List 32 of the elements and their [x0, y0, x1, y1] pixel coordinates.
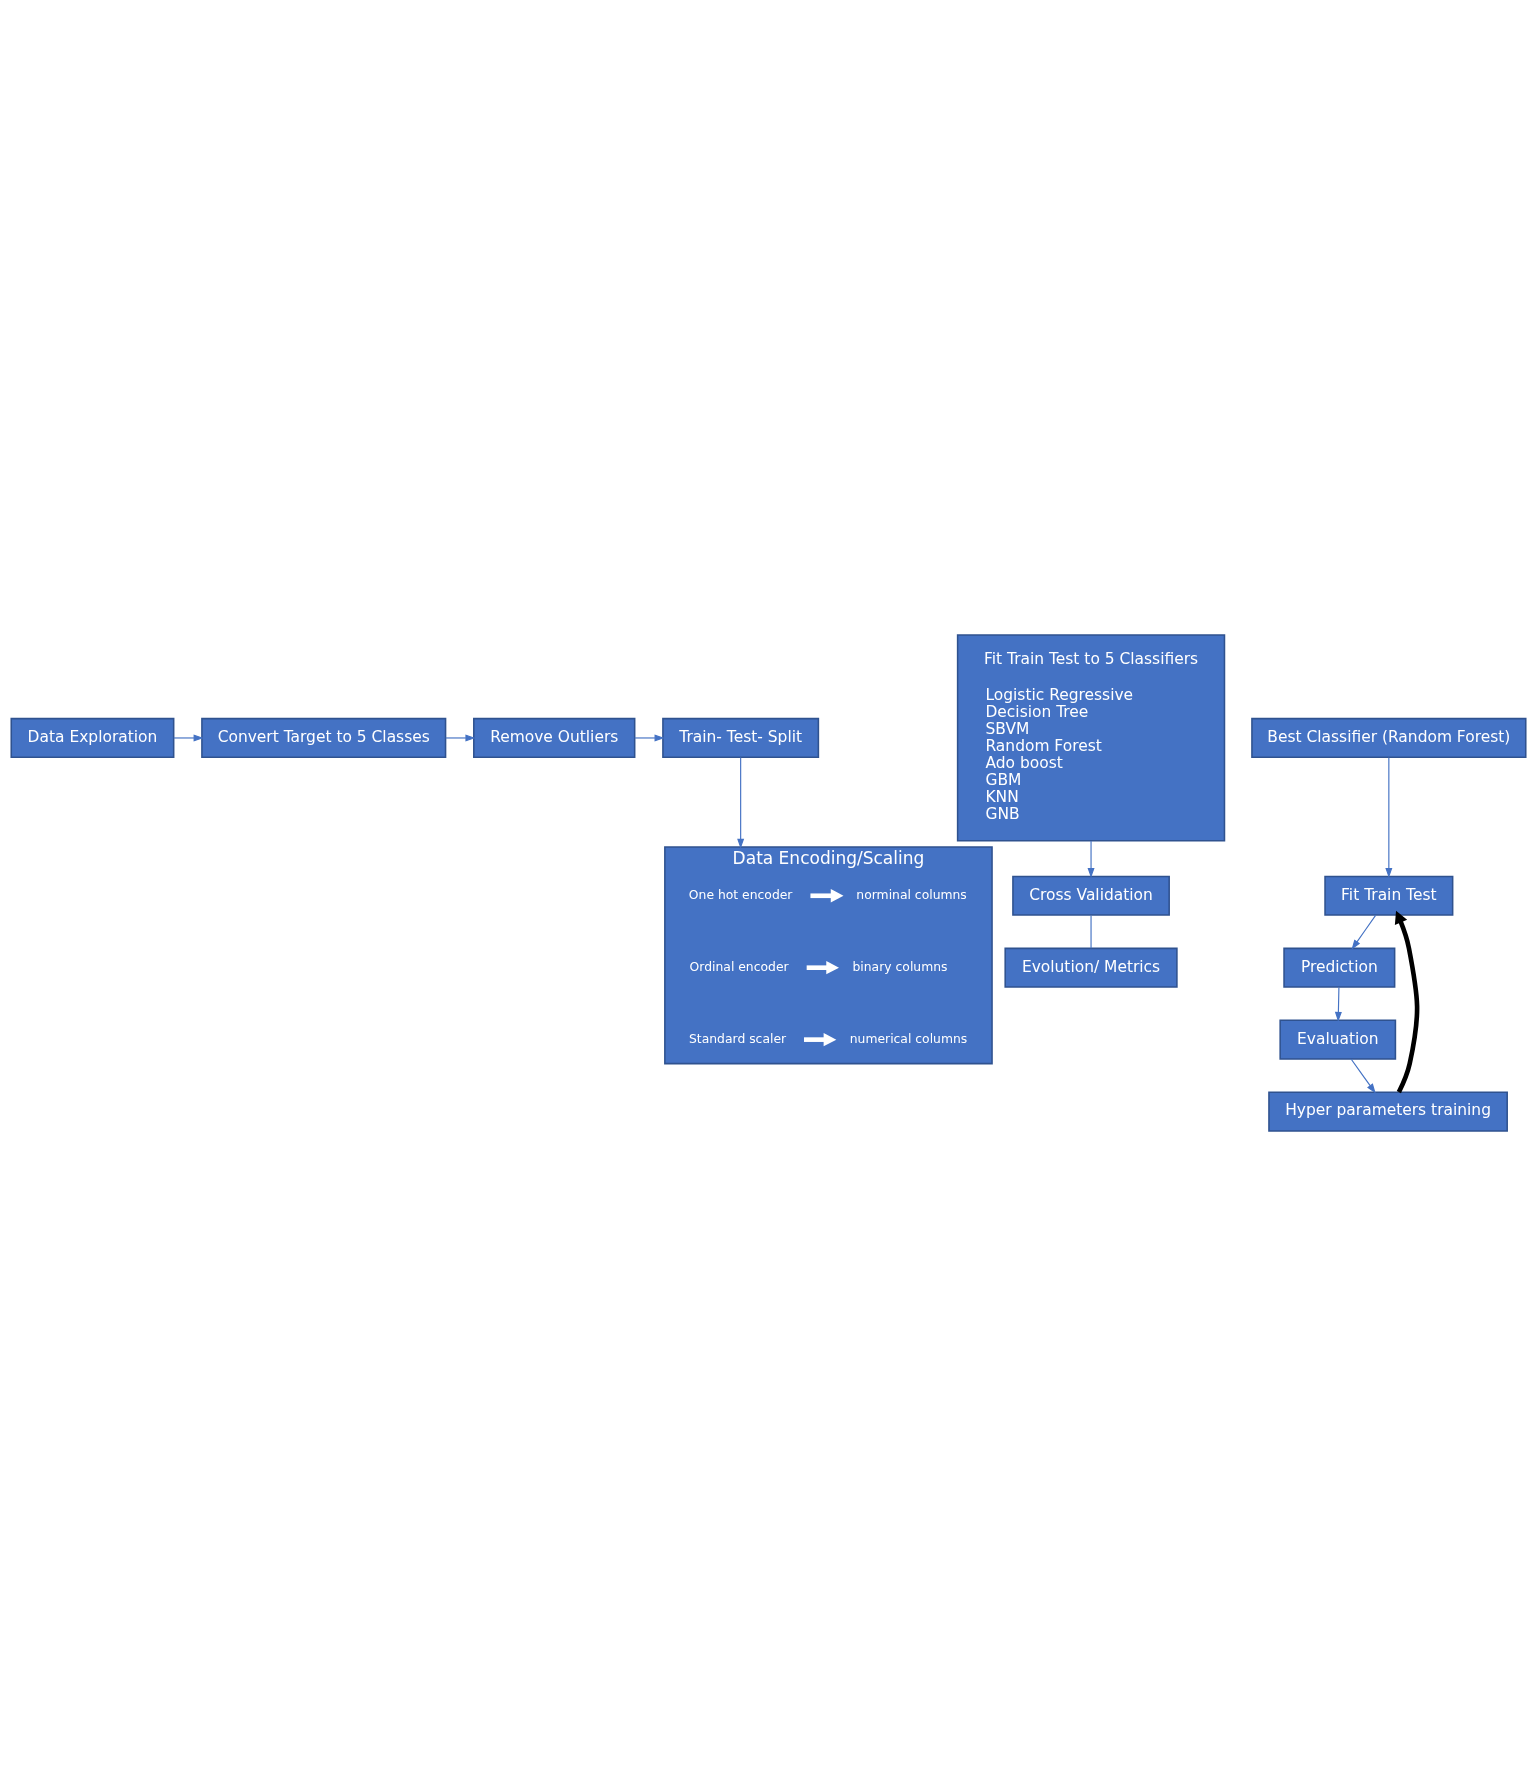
node-box: Best Classifier (Random Forest)	[1251, 717, 1527, 758]
node-box: Convert Target to 5 Classes	[201, 717, 447, 758]
arrow	[1385, 756, 1393, 878]
arrow	[737, 756, 745, 849]
arrow	[445, 733, 476, 741]
arrow	[1351, 914, 1377, 950]
arrow	[1087, 839, 1095, 878]
arrow	[1394, 910, 1420, 1093]
arrow	[804, 1032, 837, 1046]
node-box: Fit Train Test to 5 Classifiers Logistic Regressive Decision Tree SBVM Random Forest Ado boost GBM KNN GNB	[956, 633, 1226, 842]
arrow	[810, 888, 844, 902]
node-box: Cross Validation	[1012, 875, 1170, 916]
node-text: numerical columns	[849, 1031, 968, 1046]
node-text: Ordinal encoder	[689, 959, 789, 974]
arrow	[806, 960, 839, 974]
connector	[1090, 914, 1092, 949]
arrow	[173, 733, 204, 741]
arrow	[1334, 986, 1342, 1022]
node-box: Prediction	[1283, 947, 1396, 988]
node-box: Evolution/ Metrics	[1004, 947, 1178, 988]
node-box: Evaluation	[1279, 1019, 1397, 1060]
node-text: Standard scaler	[689, 1031, 787, 1046]
node-box: Fit Train Test	[1324, 875, 1454, 916]
node-box: Data Exploration	[10, 717, 175, 758]
node-text: binary columns	[852, 959, 948, 974]
node-text: One hot encoder	[688, 887, 793, 902]
node-text: norminal columns	[856, 887, 967, 902]
arrow	[1350, 1058, 1376, 1094]
node-box: Hyper parameters training	[1268, 1090, 1508, 1132]
node-box: Remove Outliers	[473, 717, 636, 758]
arrow	[634, 733, 665, 741]
node-box: Train- Test- Split	[662, 717, 820, 758]
